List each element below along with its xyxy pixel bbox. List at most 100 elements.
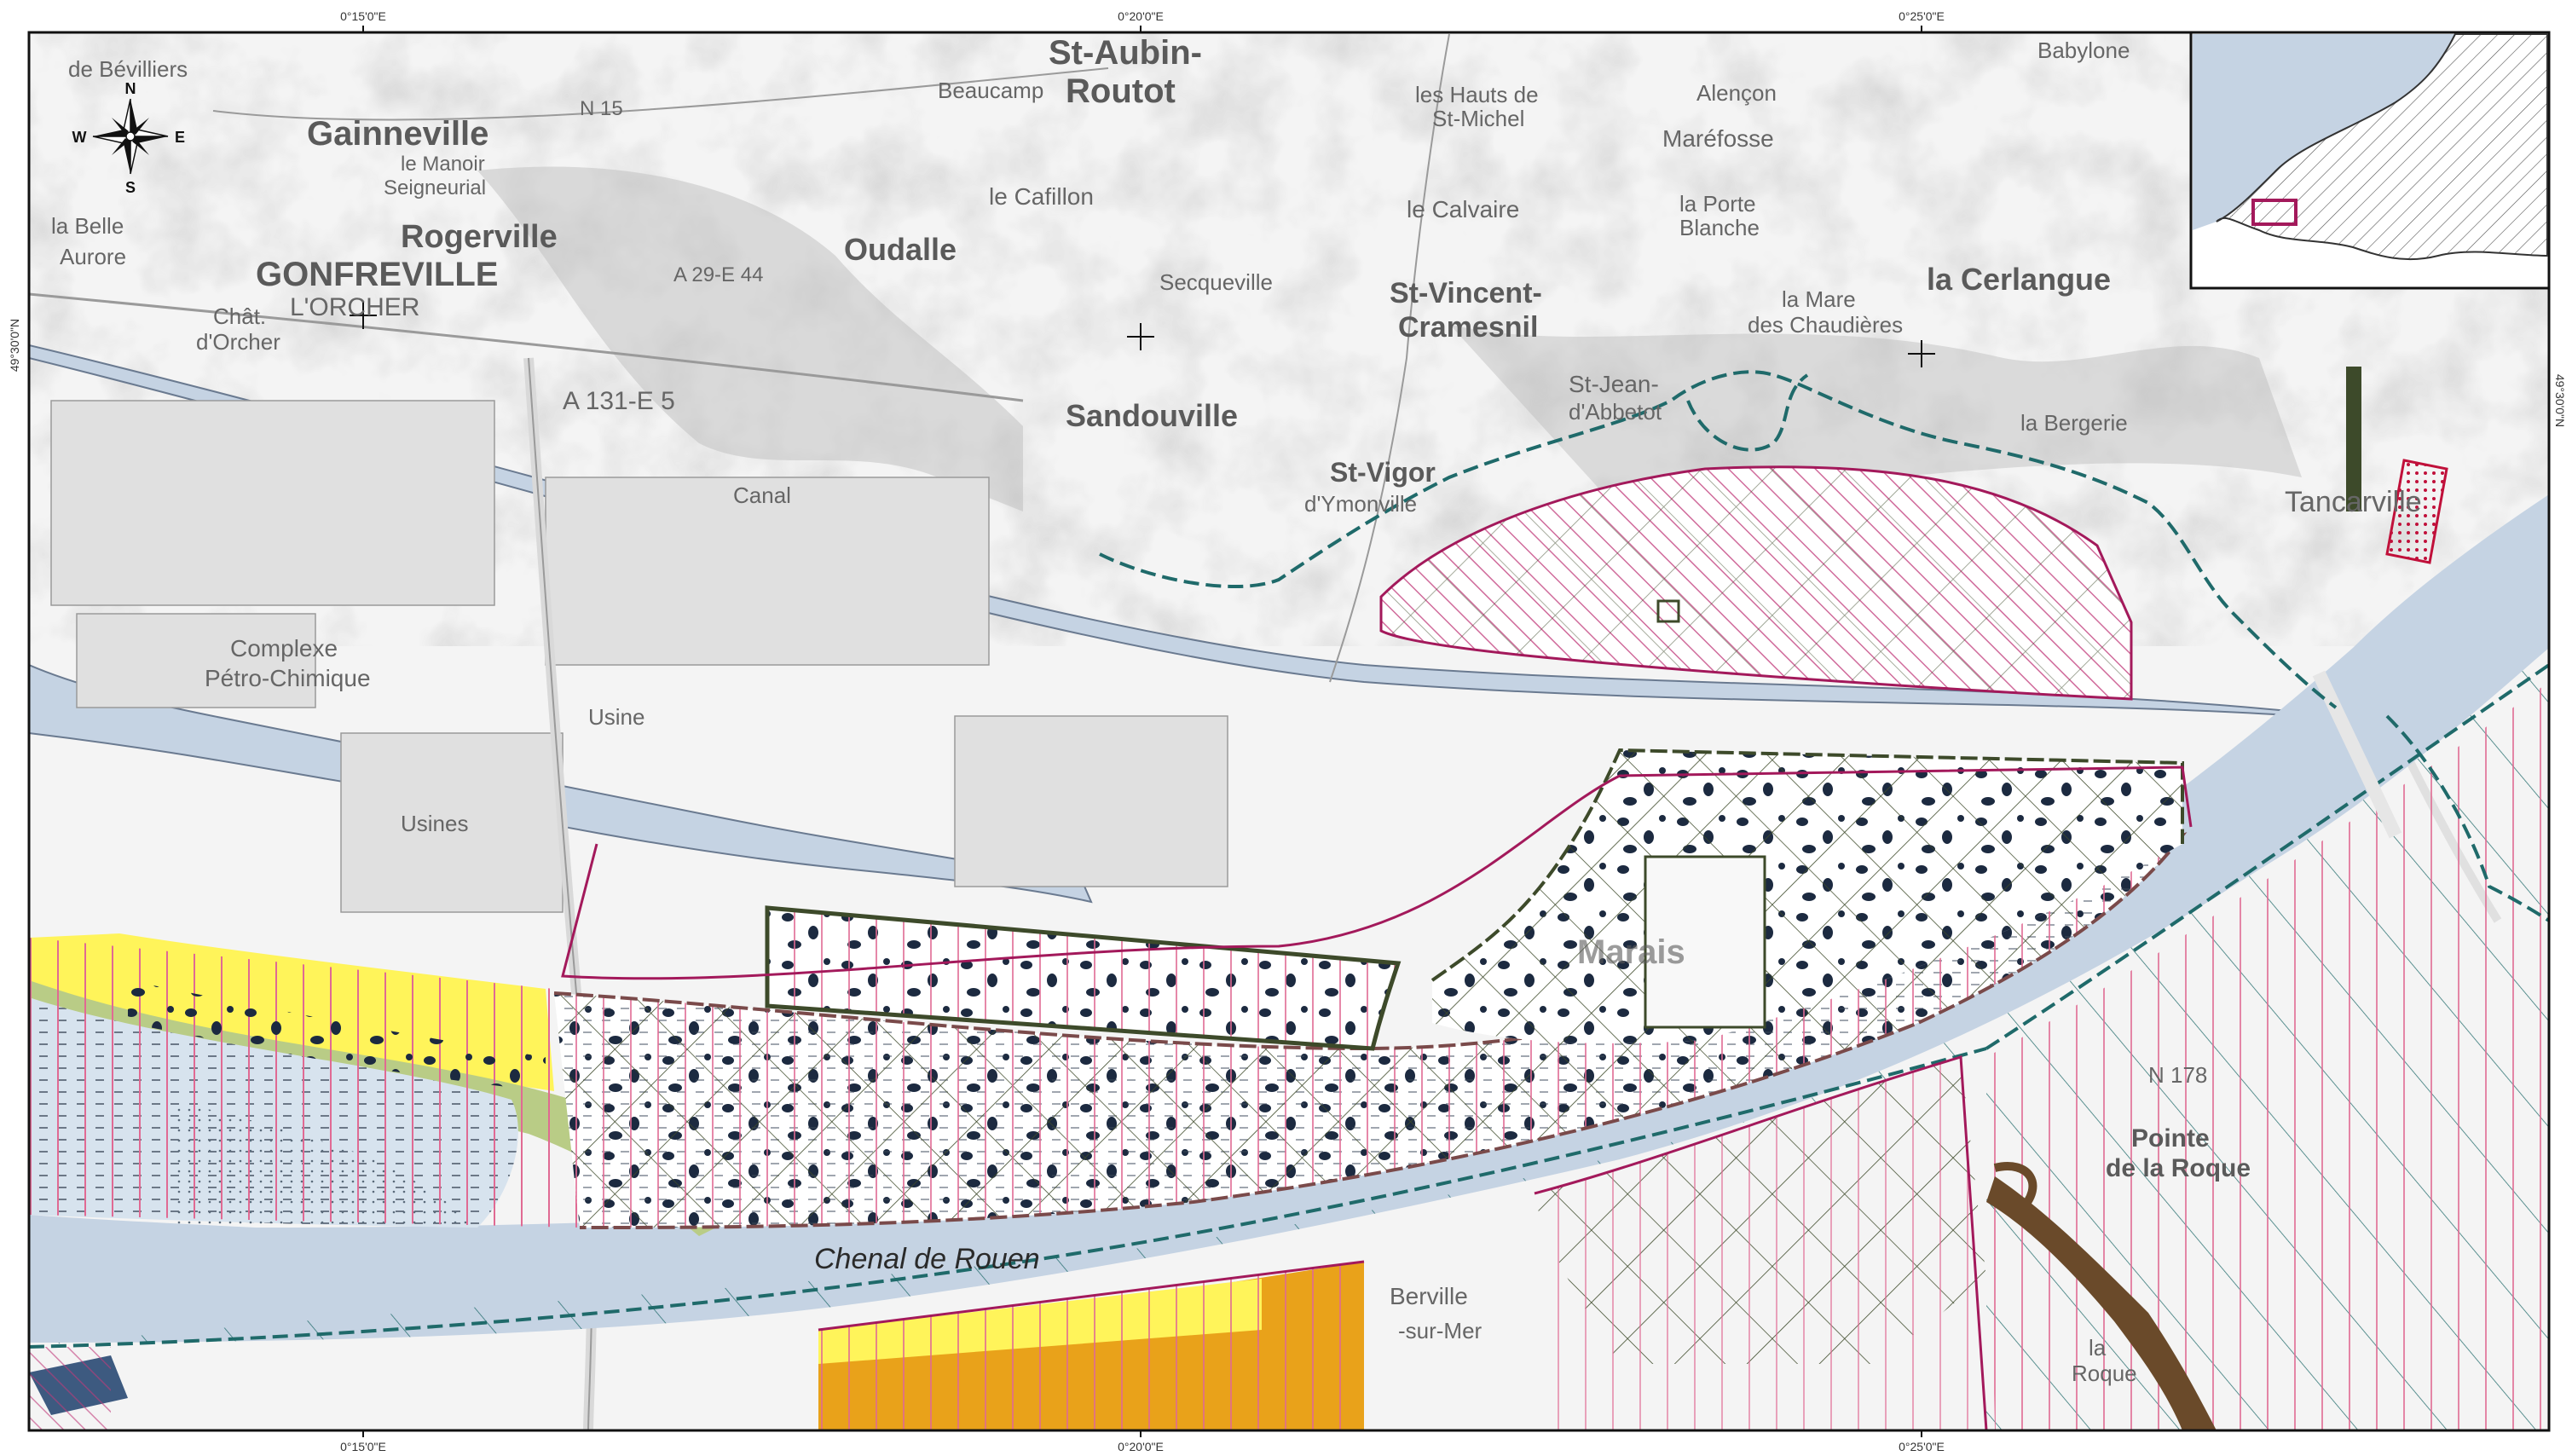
compass-n: N (125, 80, 136, 97)
place-label: Babylone (2037, 38, 2130, 63)
zone-south-magenta (818, 1260, 1365, 1332)
place-label: Chât. (213, 303, 266, 329)
place-label: N 178 (2148, 1062, 2207, 1088)
place-label: les Hauts de (1415, 82, 1539, 107)
place-label: de la Roque (2106, 1154, 2251, 1182)
place-label: St-Vincent- (1390, 277, 1542, 309)
place-label: le Cafillon (989, 183, 1094, 210)
place-label: Rogerville (401, 219, 558, 255)
place-label: la Porte (1679, 191, 1756, 217)
inset-land (2216, 33, 2548, 261)
coord-label-bottom: 0°15'0"E (340, 1440, 386, 1453)
hill-shade (1449, 324, 2302, 511)
compass-s: S (125, 179, 136, 196)
reserve-north-outline (1379, 465, 2133, 701)
teal-boundary-east-2 (2385, 714, 2549, 922)
place-label: L'ORCHER (290, 293, 419, 321)
teal-boundary-north-2 (1686, 373, 1809, 452)
protected-zone-se (1986, 682, 2549, 1430)
place-label: A 131-E 5 (563, 387, 675, 415)
place-label: N 15 (580, 97, 623, 120)
reserve-west-block-pink (767, 908, 1398, 1049)
compass-e: E (175, 129, 185, 146)
place-label: la Belle (51, 213, 124, 239)
place-label: de Bévilliers (68, 56, 188, 82)
teal-boundary-east (1985, 663, 2549, 1050)
reserve-marais-outline (1430, 748, 2184, 982)
reserve-central-border (553, 832, 2188, 1229)
locator-inset-map (2189, 31, 2551, 290)
place-label: Seigneurial (384, 176, 486, 199)
river-label: Chenal de Rouen (814, 1243, 1040, 1275)
place-label: Secqueville (1159, 269, 1273, 295)
place-label: St-Jean- (1569, 371, 1659, 397)
place-label: Gainneville (307, 115, 488, 153)
place-label: Tancarville (2285, 486, 2422, 518)
place-label: Beaucamp (938, 78, 1043, 103)
place-label: A 29-E 44 (673, 263, 763, 286)
hill-shade (477, 166, 1023, 511)
zone-se-pink (1535, 1057, 1986, 1430)
red-dotted-zone (2385, 459, 2448, 564)
place-label: la Bergerie (2020, 410, 2128, 436)
teal-boundary (29, 1047, 1987, 1349)
place-label: GONFREVILLE (256, 256, 498, 293)
place-label: Usines (401, 811, 468, 836)
coord-label-bottom: 0°25'0"E (1899, 1440, 1945, 1453)
compass-w: W (72, 129, 87, 146)
place-label: la (2089, 1335, 2107, 1361)
map-body: de Bévilliers Gainneville N 15 le Manoir… (29, 32, 2549, 1430)
place-label: Pétro-Chimique (205, 665, 371, 691)
place-label: Berville (1390, 1283, 1468, 1309)
place-label: la Mare (1782, 286, 1856, 312)
reserve-west-block-outline (765, 905, 1402, 1051)
place-label: Aurore (60, 244, 126, 269)
reserve-central-pink (554, 835, 2182, 1228)
map-frame (27, 31, 2551, 1432)
magenta-boundary (561, 766, 2193, 980)
small-square-marker (1656, 599, 1680, 623)
place-labels: de Bévilliers Gainneville N 15 le Manoir… (51, 34, 2422, 1386)
place-label: Routot (1066, 72, 1176, 110)
place-label: St-Vigor (1330, 457, 1436, 488)
place-label: Maréfosse (1662, 125, 1774, 152)
coord-label-top: 0°15'0"E (340, 9, 386, 23)
place-label: Alençon (1696, 80, 1777, 106)
coord-label-top: 0°20'0"E (1118, 9, 1164, 23)
place-label: -sur-Mer (1398, 1318, 1483, 1343)
reserve-marais-cross (1432, 750, 2182, 1043)
place-label: d'Abbetot (1569, 399, 1662, 425)
place-label: Canal (733, 482, 791, 508)
place-label: d'Ymonville (1304, 491, 1417, 517)
place-label: Cramesnil (1398, 311, 1538, 344)
coord-label-bottom: 0°20'0"E (1118, 1440, 1164, 1453)
place-label: St-Aubin- (1049, 34, 1202, 72)
place-label: St-Michel (1432, 106, 1524, 131)
place-label: la Cerlangue (1927, 262, 2111, 297)
place-label: Complexe (230, 635, 338, 662)
zone-se-outline (1534, 1055, 1988, 1430)
place-label: Sandouville (1066, 398, 1238, 433)
zone-blobs-west (128, 980, 546, 1091)
place-label: Roque (2072, 1361, 2137, 1386)
place-label: le Calvaire (1407, 196, 1519, 222)
place-label: le Manoir (401, 153, 485, 176)
zone-sw-pink (29, 1347, 111, 1430)
place-label: Blanche (1679, 215, 1760, 240)
place-label: Usine (588, 704, 644, 730)
place-label: Pointe (2131, 1124, 2210, 1153)
zone-south-pink (818, 1262, 1364, 1430)
compass-rose-icon: N S E W (72, 80, 186, 196)
marais-clearing (1644, 855, 1766, 1029)
brown-river-2 (1993, 1162, 2037, 1214)
coord-label-left: 49°30'0"N (8, 319, 21, 372)
pont-de-tancarville (2312, 670, 2402, 839)
teal-boundary-north (1099, 370, 2338, 709)
reserve-north-cross (1381, 466, 2131, 699)
graticule-ticks (362, 26, 1922, 1437)
place-label: Oudalle (844, 232, 957, 267)
place-label: Marais (1577, 933, 1685, 971)
tancarville-strip (2346, 367, 2361, 511)
